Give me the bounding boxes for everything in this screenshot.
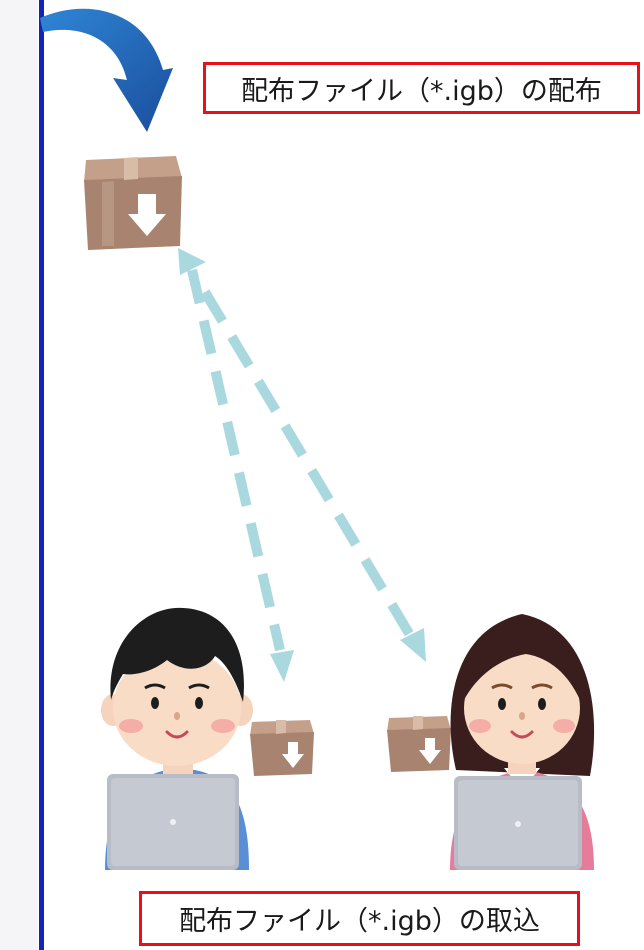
import-label-text: 配布ファイル（*.igb）の取込	[179, 899, 540, 938]
download-box-icon	[248, 712, 318, 778]
dashed-arrow-to-right-user	[205, 292, 410, 635]
dashed-arrow-head-bottom-left	[270, 650, 294, 682]
female-user-at-laptop-icon	[442, 600, 602, 870]
dashed-arrow-to-left-user	[192, 270, 280, 650]
male-user-at-laptop-icon	[97, 600, 257, 870]
import-label: 配布ファイル（*.igb）の取込	[139, 891, 580, 946]
